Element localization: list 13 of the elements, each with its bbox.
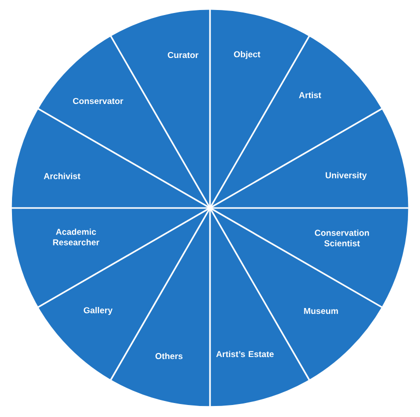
node-label: Artist’s Estate [216, 350, 274, 358]
node-label: Gallery [84, 306, 113, 315]
pie-sector: Academic Researcher [11, 208, 210, 308]
node-label: Academic Researcher [53, 228, 100, 246]
node-label: Curator [168, 52, 198, 58]
node-label: University [326, 172, 367, 180]
node-label: Others [155, 352, 183, 360]
node-label: Object [234, 50, 260, 60]
pie-sector: Conservation Scientist [210, 208, 409, 308]
pie-sector: University [210, 108, 409, 208]
pie-sector: Archivist [11, 108, 210, 208]
node-label: Conservation Scientist [314, 230, 369, 246]
node-label: Archivist [44, 172, 80, 180]
